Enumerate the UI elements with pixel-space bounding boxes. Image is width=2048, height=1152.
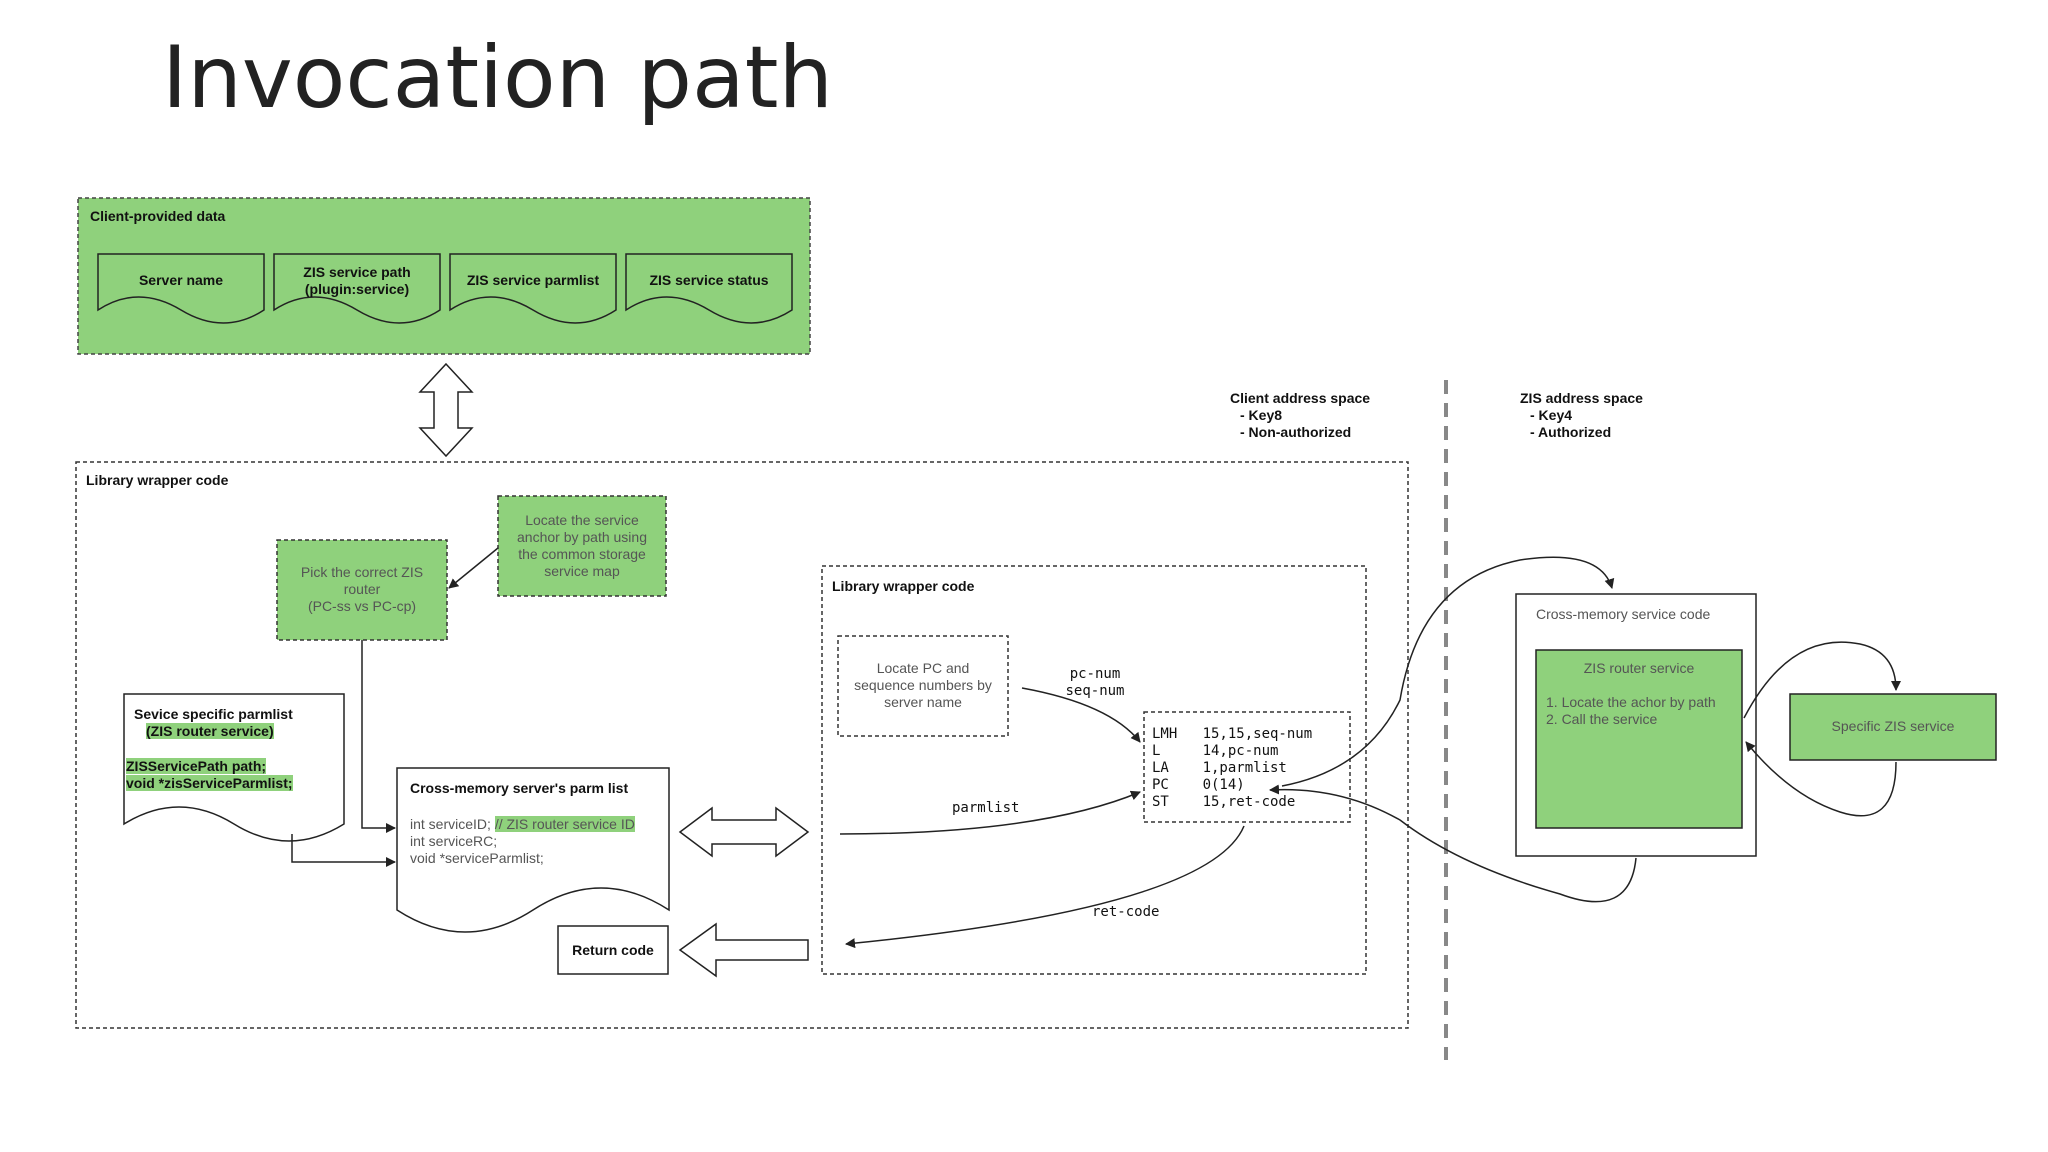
edge-router-to-parmlist <box>361 640 396 833</box>
doc-label-service-path: ZIS service path (plugin:service) <box>303 264 411 297</box>
page-title: Invocation path <box>162 28 833 128</box>
edge-pc-return <box>1269 784 1637 903</box>
client-data-label: Client-provided data <box>90 208 226 224</box>
edge-svcparm-to-parmlist <box>291 834 396 867</box>
doc-label-server-name: Server name <box>138 272 224 288</box>
specific-service-box <box>1789 693 1997 761</box>
asm-line-1: LMH 15,15,seq-num <box>1152 726 1313 742</box>
specific-service-label: Specific ZIS service <box>1831 718 1955 734</box>
cms-parm-line-3: void *serviceParmlist; <box>410 850 544 866</box>
doc-service-path <box>273 253 441 324</box>
zis-space-title: ZIS address space <box>1520 390 1643 406</box>
edge-label-parmlist: parmlist <box>952 800 1020 816</box>
wrapper-inner-label: Library wrapper code <box>832 578 975 594</box>
pick-router-text: Pick the correct ZIS router (PC-ss vs PC… <box>300 564 424 614</box>
locate-anchor-text: Locate the service anchor by path using … <box>517 512 647 579</box>
double-arrow-vertical <box>418 362 474 458</box>
edge-label-retcode: ret-code <box>1092 904 1160 920</box>
double-arrow-horizontal <box>678 806 810 858</box>
cms-parm-comment: // ZIS router service ID <box>494 816 635 832</box>
router-step-1: 1. Locate the achor by path <box>1546 694 1716 710</box>
doc-label-service-status: ZIS service status <box>649 272 769 288</box>
cms-parm-line-1: int serviceID; <box>410 816 495 832</box>
svcparm-title-2: (ZIS router service) <box>146 723 274 739</box>
locate-pc-box <box>837 635 1009 737</box>
asm-line-4: PC 0(14) <box>1152 777 1245 793</box>
edge-retcode <box>845 825 1245 949</box>
locate-anchor-box <box>497 495 667 597</box>
client-space-auth: - Non-authorized <box>1240 424 1352 440</box>
svcparm-line-1: ZISServicePath path; <box>126 758 267 774</box>
edge-specific-to-router <box>1745 741 1897 817</box>
edge-parmlist <box>839 790 1141 835</box>
edge-anchor-to-router <box>448 547 499 589</box>
cms-parm-title: Cross-memory server's parm list <box>410 780 629 796</box>
router-step-2: 2. Call the service <box>1546 711 1658 727</box>
asm-line-3: LA 1,parmlist <box>1152 760 1287 776</box>
client-space-key: - Key8 <box>1240 407 1283 423</box>
edge-router-to-specific <box>1743 641 1901 719</box>
wrapper-outer-label: Library wrapper code <box>86 472 229 488</box>
svcparm-line-2: void *zisServiceParmlist; <box>126 775 293 791</box>
edge-pcnum <box>1021 687 1141 743</box>
asm-line-5: ST 15,ret-code <box>1152 794 1296 810</box>
doc-service-status <box>625 253 793 324</box>
cms-parm-line-2: int serviceRC; <box>410 833 498 849</box>
zis-space-auth: - Authorized <box>1530 424 1612 440</box>
asm-line-2: L 14,pc-num <box>1152 743 1279 759</box>
arrow-to-return-code <box>678 922 809 978</box>
cms-code-label: Cross-memory service code <box>1536 606 1711 622</box>
doc-service-parmlist <box>449 253 617 324</box>
client-space-title: Client address space <box>1230 390 1371 406</box>
doc-server-name <box>97 253 265 324</box>
pick-router-box <box>276 539 448 641</box>
library-wrapper-outer <box>75 461 1409 1029</box>
svcparm-title-1: Sevice specific parmlist <box>134 706 293 722</box>
return-code-label: Return code <box>572 942 654 958</box>
return-code-box <box>557 925 669 975</box>
zis-space-key: - Key4 <box>1530 407 1573 423</box>
router-title: ZIS router service <box>1583 660 1695 676</box>
edge-pc-call <box>1281 556 1615 787</box>
doc-label-service-parmlist: ZIS service parmlist <box>466 272 600 288</box>
locate-pc-text: Locate PC and sequence numbers by server… <box>854 660 992 710</box>
zis-router-box <box>1535 649 1743 829</box>
doc-cms-parm-list <box>396 767 670 933</box>
edge-label-pcnum: pc-num seq-num <box>1065 666 1125 699</box>
asm-box <box>1143 711 1351 823</box>
